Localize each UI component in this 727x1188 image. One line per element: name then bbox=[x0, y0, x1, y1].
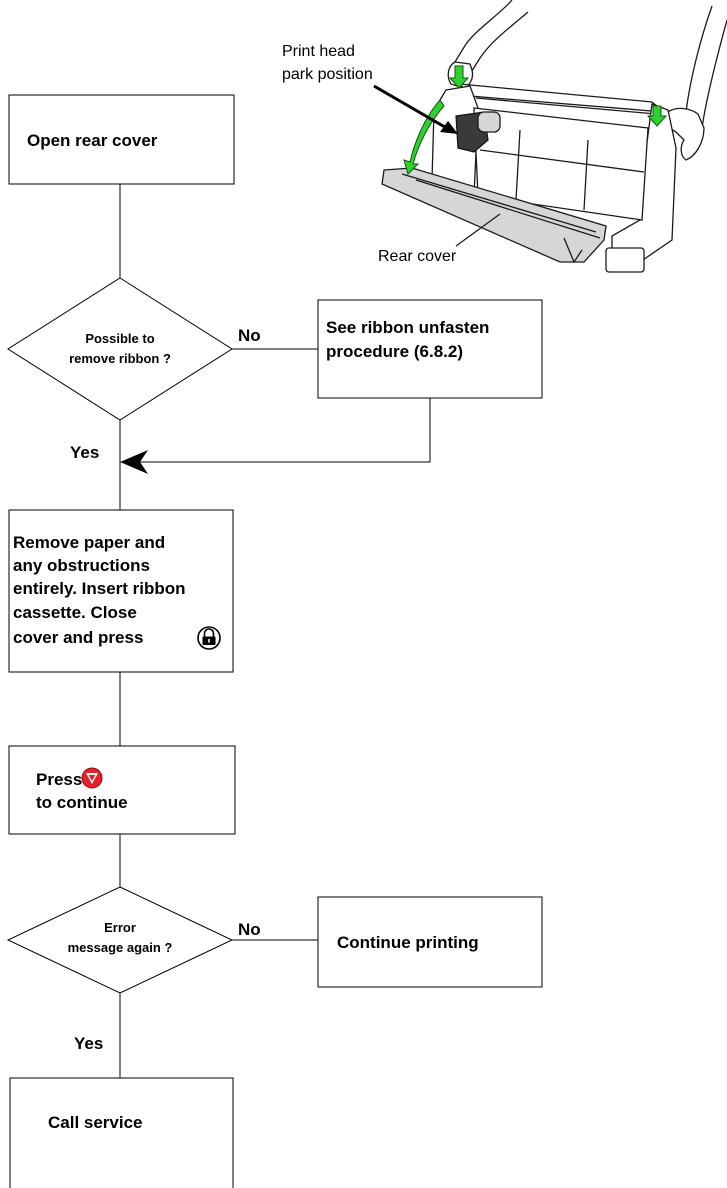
step-label: Continue printing bbox=[337, 933, 479, 952]
printer-inner-body bbox=[473, 107, 649, 221]
decision-diamond bbox=[6, 886, 234, 994]
print-head-roller bbox=[477, 111, 501, 133]
step-label-line1: Press bbox=[36, 770, 82, 789]
printer-right-foot bbox=[605, 247, 645, 273]
step-press-continue: Press to continue bbox=[8, 745, 236, 835]
step-box bbox=[317, 299, 543, 399]
right-arm-outline-2 bbox=[701, 19, 727, 129]
step-open-rear-cover: Open rear cover bbox=[8, 94, 235, 185]
right-arm-outline bbox=[685, 5, 713, 113]
branch-label-no-1: No bbox=[238, 326, 261, 345]
print-head-pointer bbox=[373, 84, 451, 132]
step-box bbox=[8, 745, 236, 835]
rear-cover-edge-2 bbox=[415, 179, 601, 239]
step-continue-printing: Continue printing bbox=[317, 896, 543, 988]
step-unfasten-procedure: See ribbon unfasten procedure (6.8.2) bbox=[317, 299, 543, 399]
green-down-arrow-left-icon bbox=[448, 65, 470, 89]
lock-icon bbox=[197, 626, 221, 650]
rear-cover-panel bbox=[381, 167, 607, 263]
step-call-service: Call service bbox=[9, 1077, 234, 1188]
step-label-line5: cover and press bbox=[13, 628, 143, 647]
decision-diamond bbox=[7, 277, 233, 421]
green-curved-arrow-icon bbox=[403, 99, 445, 175]
printer-illustration: Print head park position Rear cover bbox=[282, 0, 727, 273]
step-label-line1: Remove paper and bbox=[13, 533, 165, 552]
step-label-line3: entirely. Insert ribbon bbox=[13, 579, 186, 598]
step-label-line4: cassette. Close bbox=[13, 603, 137, 622]
left-arm-outline bbox=[454, 0, 513, 63]
decision-error-again: Error message again ? bbox=[6, 886, 234, 994]
green-down-arrow-right-icon bbox=[646, 105, 668, 127]
inner-shaft bbox=[479, 149, 645, 173]
step-label: Call service bbox=[48, 1113, 143, 1132]
inner-divider-1 bbox=[515, 129, 521, 201]
callout-rear-cover: Rear cover bbox=[378, 248, 457, 265]
step-label-line2: procedure (6.8.2) bbox=[326, 342, 463, 361]
inner-divider-2 bbox=[583, 139, 589, 211]
step-box bbox=[8, 509, 234, 673]
step-remove-paper: Remove paper and any obstructions entire… bbox=[8, 509, 234, 673]
callout-print-head-line1: Print head bbox=[282, 43, 355, 60]
step-box bbox=[8, 94, 235, 185]
left-arm-outline-2 bbox=[469, 11, 529, 75]
step-label-line2: to continue bbox=[36, 793, 128, 812]
decision-label-line2: message again ? bbox=[68, 940, 173, 955]
rear-cover-edge bbox=[401, 173, 597, 233]
connector-return-from-unfasten bbox=[126, 398, 431, 463]
printer-top-rail bbox=[458, 83, 666, 113]
connectors bbox=[119, 184, 431, 1078]
step-label: Open rear cover bbox=[27, 131, 158, 150]
decision-label-line2: remove ribbon ? bbox=[69, 351, 171, 366]
branch-label-yes-2: Yes bbox=[74, 1034, 103, 1053]
branch-label-no-2: No bbox=[238, 920, 261, 939]
branch-label-yes-1: Yes bbox=[70, 443, 99, 462]
step-box bbox=[317, 896, 543, 988]
rear-cover-hinge bbox=[563, 237, 583, 264]
return-arrowhead-icon bbox=[120, 450, 148, 474]
step-label-line2: any obstructions bbox=[13, 556, 150, 575]
red-down-triangle-icon bbox=[81, 767, 103, 789]
decision-label-line1: Error bbox=[104, 920, 136, 935]
decision-label-line1: Possible to bbox=[85, 331, 154, 346]
print-head-pointer-arrowhead bbox=[440, 121, 458, 134]
rail-line bbox=[475, 97, 657, 115]
callout-print-head-line2: park position bbox=[282, 66, 373, 83]
rear-cover-pointer bbox=[455, 213, 501, 247]
step-box bbox=[9, 1077, 234, 1188]
decision-remove-ribbon: Possible to remove ribbon ? bbox=[7, 277, 233, 421]
step-label-line1: See ribbon unfasten bbox=[326, 318, 489, 337]
